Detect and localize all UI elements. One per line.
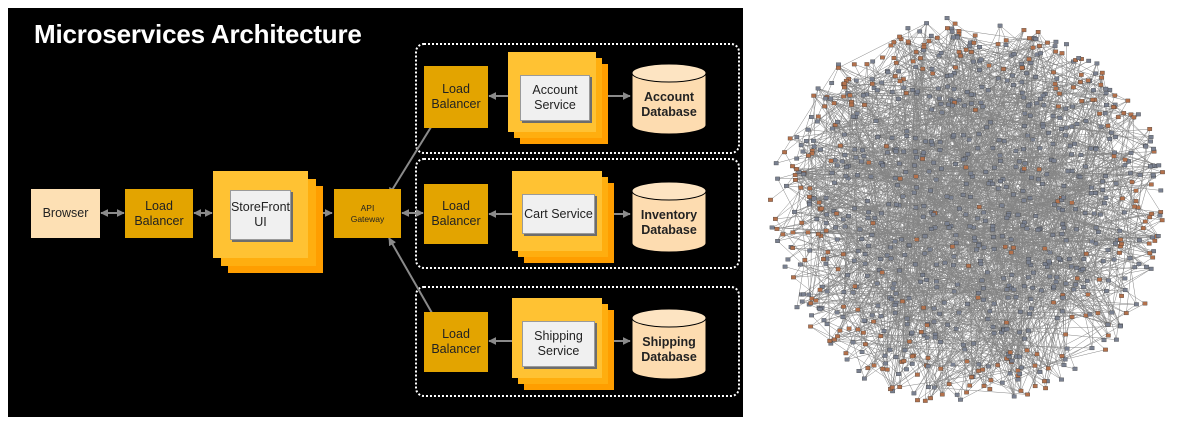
- load-balancer-shipping: Load Balancer: [424, 312, 488, 372]
- diagram-title: Microservices Architecture: [34, 19, 362, 49]
- inventory-database: Inventory Database: [631, 181, 707, 253]
- shipping-database: Shipping Database: [631, 308, 707, 380]
- dependency-graph: [760, 10, 1180, 415]
- account-service-box: Account Service: [520, 75, 590, 121]
- architecture-diagram: Microservices Architecture Browser Load …: [8, 8, 743, 417]
- account-database-label: Account Database: [641, 90, 697, 119]
- dependency-graph-icon: [768, 16, 1165, 403]
- load-balancer-front: Load Balancer: [125, 189, 193, 238]
- browser-box: Browser: [31, 189, 100, 238]
- account-group-frame: [415, 43, 740, 154]
- cart-service-box: Cart Service: [522, 194, 595, 234]
- shipping-database-label: Shipping Database: [641, 335, 697, 364]
- shipping-group-frame: [415, 286, 740, 397]
- account-database: Account Database: [631, 63, 707, 135]
- api-gateway-box: API Gateway: [334, 189, 401, 238]
- load-balancer-account: Load Balancer: [424, 66, 488, 128]
- shipping-service-box: Shipping Service: [522, 321, 595, 367]
- inventory-database-label: Inventory Database: [640, 208, 698, 237]
- load-balancer-cart: Load Balancer: [424, 184, 488, 244]
- storefront-ui-box: StoreFront UI: [230, 190, 291, 240]
